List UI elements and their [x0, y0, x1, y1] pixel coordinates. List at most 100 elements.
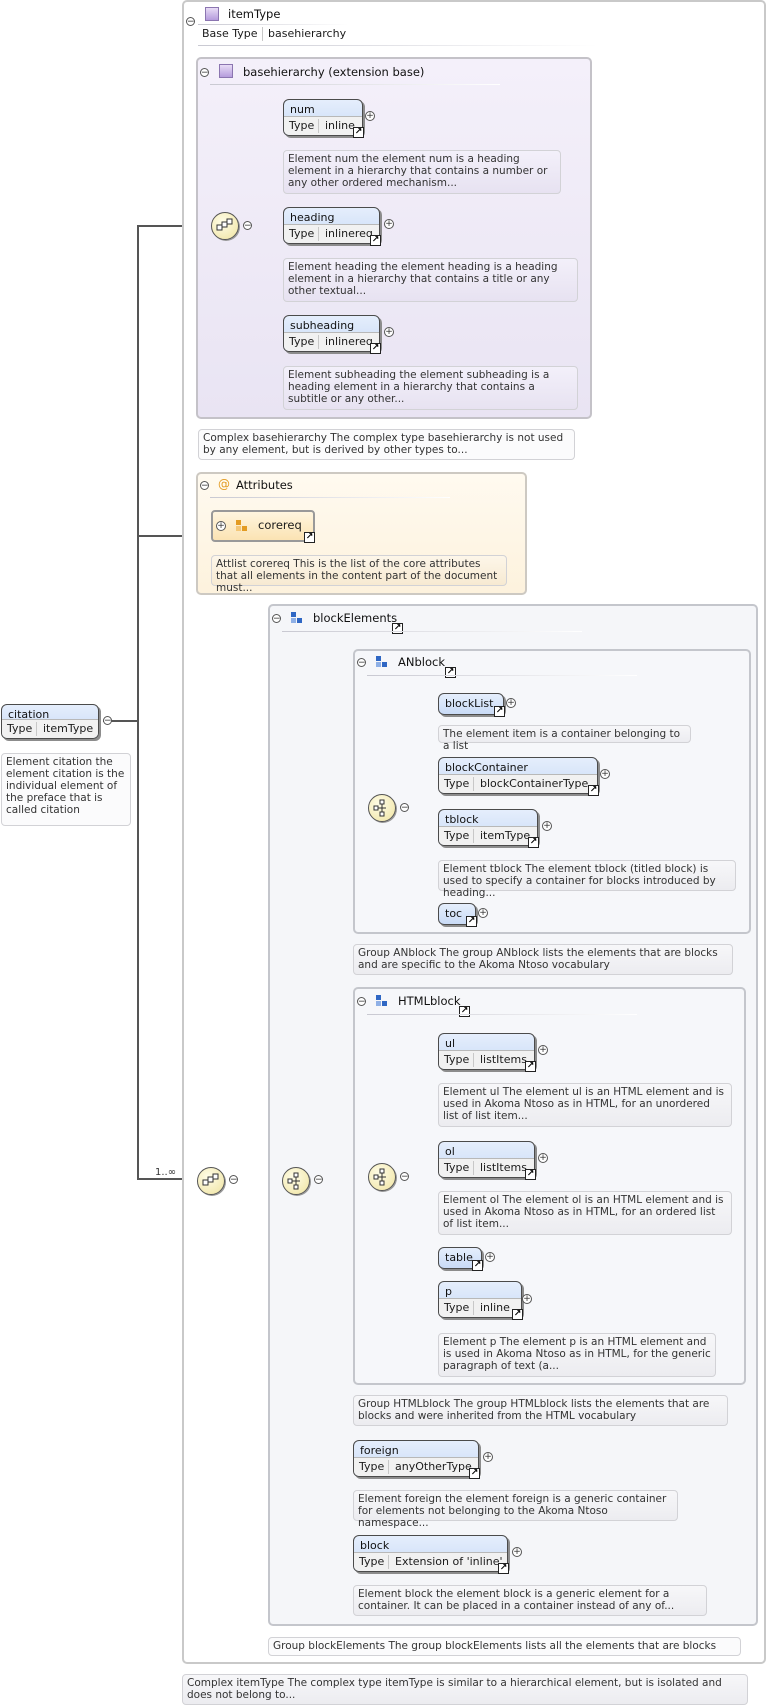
type-label: Type	[444, 829, 470, 842]
collapse-icon[interactable]: −	[186, 17, 195, 27]
reference-arrow-icon[interactable]: ↗	[304, 532, 315, 543]
expand-icon[interactable]: +	[485, 1252, 495, 1262]
block-documentation: Element block the element block is a gen…	[353, 1585, 707, 1616]
anblock-documentation: Group ANblock The group ANblock lists th…	[353, 944, 733, 975]
reference-arrow-icon[interactable]: ↗	[525, 1061, 536, 1072]
p-documentation: Element p The element p is an HTML eleme…	[438, 1333, 716, 1377]
group-icon	[291, 612, 303, 624]
reference-arrow-icon[interactable]: ↗	[370, 343, 381, 354]
choice-compositor[interactable]	[197, 1167, 225, 1195]
collapse-icon[interactable]: −	[200, 68, 209, 78]
element-name: block	[360, 1539, 390, 1552]
type-value: listItems	[480, 1161, 527, 1174]
type-value: inlinereq	[325, 227, 373, 240]
heading-documentation: Element heading the element heading is a…	[283, 258, 578, 302]
divider	[318, 119, 319, 133]
expand-icon[interactable]: +	[365, 111, 375, 121]
reference-arrow-icon[interactable]: ↗	[472, 1260, 483, 1271]
choice-compositor[interactable]	[368, 794, 396, 822]
collapse-icon[interactable]: −	[314, 1175, 323, 1185]
reference-arrow-icon[interactable]: ↗	[498, 1563, 509, 1574]
sequence-compositor[interactable]	[211, 212, 239, 240]
foreign-documentation: Element foreign the element foreign is a…	[353, 1490, 678, 1529]
reference-arrow-icon[interactable]: ↗	[466, 916, 477, 927]
collapse-icon[interactable]: −	[357, 997, 366, 1007]
element-table[interactable]: table ↗	[438, 1247, 483, 1271]
sequence-icon	[216, 218, 233, 231]
expand-icon[interactable]: +	[522, 1294, 532, 1304]
reference-arrow-icon[interactable]: ↗	[525, 1169, 536, 1180]
choice-compositor[interactable]	[368, 1163, 396, 1191]
reference-arrow-icon[interactable]: ↗	[370, 235, 381, 246]
collapse-icon[interactable]: −	[400, 803, 409, 813]
ol-documentation: Element ol The element ol is an HTML ele…	[438, 1191, 732, 1235]
collapse-icon[interactable]: −	[229, 1175, 238, 1185]
element-ol[interactable]: ol Type listItems ↗	[438, 1141, 536, 1180]
connector	[137, 1178, 197, 1180]
reference-arrow-icon[interactable]: ↗	[528, 837, 539, 848]
reference-arrow-icon[interactable]: ↗	[494, 706, 505, 717]
expand-icon[interactable]: +	[542, 821, 552, 831]
expand-icon[interactable]: +	[216, 521, 226, 531]
collapse-icon[interactable]: −	[400, 1172, 409, 1182]
reference-arrow-icon[interactable]: ↗	[469, 1468, 480, 1479]
expand-icon[interactable]: +	[384, 219, 394, 229]
expand-icon[interactable]: +	[478, 908, 488, 918]
group-name: corereq	[258, 518, 302, 532]
element-subheading[interactable]: subheading Type inlinereq ↗	[283, 315, 381, 354]
divider	[473, 1301, 474, 1315]
collapse-icon[interactable]: −	[200, 481, 209, 491]
expand-icon[interactable]: +	[512, 1547, 522, 1557]
type-value: Extension of 'inline'	[395, 1555, 503, 1568]
expand-icon[interactable]: +	[483, 1452, 493, 1462]
expand-icon[interactable]: +	[506, 698, 516, 708]
element-ul[interactable]: ul Type listItems ↗	[438, 1033, 536, 1072]
expand-icon[interactable]: +	[384, 327, 394, 337]
expand-icon[interactable]: +	[538, 1153, 548, 1163]
element-citation[interactable]: citation Type itemType	[1, 704, 99, 739]
reference-arrow-icon[interactable]: ↗	[459, 1006, 470, 1017]
element-name: ul	[445, 1037, 456, 1050]
type-value: itemType	[43, 722, 94, 735]
reference-arrow-icon[interactable]: ↗	[445, 667, 456, 678]
reference-arrow-icon[interactable]: ↗	[353, 127, 364, 138]
collapse-icon[interactable]: −	[103, 716, 112, 726]
collapse-icon[interactable]: −	[243, 221, 252, 231]
element-name: blockContainer	[445, 761, 528, 774]
element-name: table	[445, 1251, 473, 1264]
divider	[367, 675, 637, 676]
element-block[interactable]: block Type Extension of 'inline' ↗	[353, 1535, 509, 1574]
reference-arrow-icon[interactable]: ↗	[392, 623, 403, 634]
type-row: Type inline	[439, 1298, 521, 1317]
type-label: Type	[289, 227, 315, 240]
collapse-icon[interactable]: −	[357, 658, 366, 668]
element-blockcontainer[interactable]: blockContainer Type blockContainerType ↗	[438, 757, 599, 796]
divider	[198, 45, 598, 46]
collapse-icon[interactable]: −	[272, 614, 281, 624]
element-toc[interactable]: toc ↗	[438, 903, 477, 927]
expand-icon[interactable]: +	[600, 769, 610, 779]
type-value: itemType	[480, 829, 531, 842]
attribute-group-corereq[interactable]: + corereq ↗	[211, 510, 315, 543]
type-label: Type	[359, 1555, 385, 1568]
reference-arrow-icon[interactable]: ↗	[588, 785, 599, 796]
connector	[137, 535, 197, 537]
element-p[interactable]: p Type inline ↗	[438, 1281, 523, 1320]
choice-icon	[373, 799, 386, 817]
element-tblock[interactable]: tblock Type itemType ↗	[438, 809, 539, 848]
choice-icon	[373, 1168, 386, 1186]
type-value: inlinereq	[325, 335, 373, 348]
choice-compositor[interactable]	[282, 1167, 310, 1195]
element-name: ol	[445, 1145, 455, 1158]
element-foreign[interactable]: foreign Type anyOtherType ↗	[353, 1440, 480, 1479]
blockelements-documentation: Group blockElements The group blockEleme…	[268, 1637, 741, 1656]
divider	[473, 1053, 474, 1067]
expand-icon[interactable]: +	[538, 1045, 548, 1055]
group-icon	[376, 656, 388, 668]
element-num[interactable]: num Type inline ↗	[283, 99, 364, 138]
element-name: num	[290, 103, 315, 116]
element-heading[interactable]: heading Type inlinereq ↗	[283, 207, 381, 246]
connector	[103, 720, 139, 722]
reference-arrow-icon[interactable]: ↗	[512, 1309, 523, 1320]
element-blocklist[interactable]: blockList ↗	[438, 693, 505, 717]
